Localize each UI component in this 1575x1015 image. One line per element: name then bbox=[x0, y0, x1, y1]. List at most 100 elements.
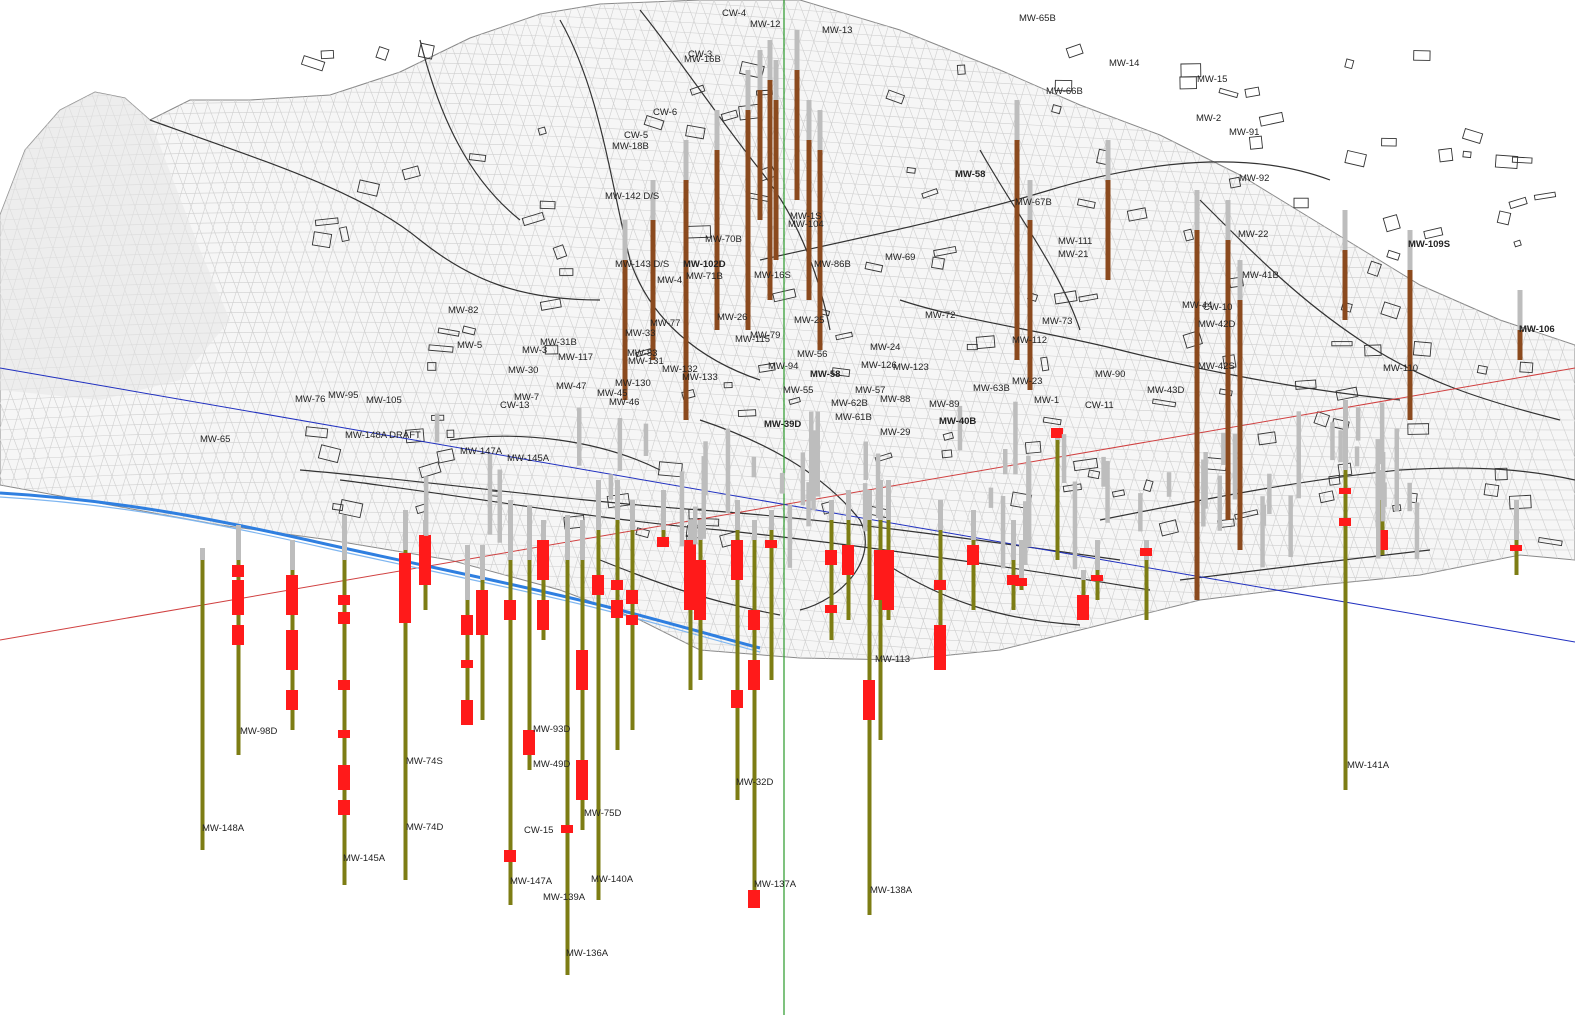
building-footprint bbox=[941, 449, 953, 459]
well-riser bbox=[236, 525, 241, 560]
well-riser bbox=[1514, 500, 1519, 540]
well-riser bbox=[1407, 482, 1412, 512]
well-label: MW-90 bbox=[1095, 369, 1125, 380]
well-screen bbox=[232, 580, 244, 615]
well-label: MW-112 bbox=[1012, 335, 1047, 346]
well-column bbox=[1225, 200, 1231, 520]
well-riser bbox=[434, 413, 440, 443]
building-footprint bbox=[331, 503, 344, 512]
well-column bbox=[576, 520, 588, 830]
mesh-contour bbox=[0, 481, 1575, 531]
mesh-line bbox=[951, 0, 1213, 660]
well-label: CW-4 bbox=[722, 8, 746, 19]
well-label: MW-130 bbox=[615, 378, 651, 389]
well-label: MW-39D bbox=[764, 419, 801, 430]
hill-shading bbox=[0, 92, 230, 400]
well-riser bbox=[769, 510, 774, 530]
mesh-contour bbox=[0, 301, 1575, 351]
well-screen bbox=[1015, 578, 1027, 586]
bedrock-core bbox=[767, 80, 773, 300]
well-label: MW-147A bbox=[510, 876, 553, 887]
mesh-contour bbox=[0, 511, 1575, 561]
well-riser bbox=[1095, 540, 1100, 570]
well-casing bbox=[565, 560, 570, 975]
building-footprint bbox=[1462, 150, 1472, 159]
building-footprint bbox=[657, 461, 683, 478]
building-footprint bbox=[437, 327, 460, 337]
well-column bbox=[794, 30, 800, 200]
mesh-line bbox=[839, 0, 1101, 660]
building-footprint bbox=[1042, 416, 1062, 426]
well-riser bbox=[650, 180, 656, 220]
building-footprint bbox=[1494, 154, 1519, 169]
well-screen bbox=[611, 600, 623, 618]
well-riser bbox=[886, 480, 891, 520]
well-screen bbox=[1510, 545, 1522, 551]
well-label: MW-148A DRAFT bbox=[345, 430, 421, 441]
mesh-contour bbox=[0, 471, 1575, 521]
road-line bbox=[419, 39, 521, 221]
well-column bbox=[1051, 428, 1063, 560]
well-label: MW-133 bbox=[682, 372, 718, 383]
building-footprint bbox=[1496, 210, 1512, 226]
well-column bbox=[399, 510, 411, 880]
well-riser bbox=[752, 520, 757, 540]
x-axis-line bbox=[0, 367, 1575, 641]
mesh-contour bbox=[0, 662, 1575, 710]
well-column bbox=[592, 480, 604, 900]
well-riser bbox=[745, 70, 751, 110]
well-screen bbox=[461, 660, 473, 668]
well-casing bbox=[342, 560, 347, 885]
mesh-line bbox=[555, 0, 757, 660]
bedrock-core bbox=[1342, 250, 1348, 320]
well-column bbox=[657, 490, 669, 547]
building-footprint bbox=[685, 124, 706, 140]
well-riser bbox=[1379, 402, 1385, 465]
building-footprint bbox=[305, 426, 329, 439]
well-riser bbox=[403, 510, 408, 550]
building-footprint bbox=[427, 362, 437, 371]
well-casing bbox=[971, 540, 976, 610]
mesh-contour bbox=[0, 651, 1575, 660]
well-label: MW-131 bbox=[628, 356, 664, 367]
well-label: MW-26 bbox=[717, 312, 747, 323]
road-line bbox=[699, 419, 866, 611]
well-label: MW-102D bbox=[683, 259, 726, 270]
mesh-line bbox=[457, 0, 659, 660]
well-riser bbox=[806, 482, 811, 527]
well-label: MW-47 bbox=[556, 381, 586, 392]
well-riser bbox=[794, 30, 800, 70]
well-screen bbox=[399, 553, 411, 623]
well-column bbox=[338, 515, 350, 885]
well-screen bbox=[592, 575, 604, 595]
mesh-line bbox=[433, 0, 695, 660]
well-label: MW-2 bbox=[1196, 113, 1221, 124]
mesh-line bbox=[447, 0, 709, 660]
building-footprint bbox=[1423, 227, 1444, 240]
mesh-line bbox=[587, 0, 849, 660]
well-riser bbox=[679, 471, 685, 547]
well-label: MW-145A bbox=[343, 853, 386, 864]
mesh-contour bbox=[0, 351, 1575, 401]
mesh-line bbox=[699, 0, 961, 660]
well-label: MW-77 bbox=[650, 318, 680, 329]
well-riser bbox=[1000, 496, 1006, 569]
bedrock-core bbox=[773, 100, 779, 260]
mesh-line bbox=[933, 0, 1135, 660]
well-column bbox=[714, 110, 720, 330]
well-riser bbox=[608, 474, 614, 500]
bedrock-core bbox=[1407, 270, 1413, 420]
well-label: MW-31B bbox=[540, 337, 577, 348]
building-footprint bbox=[1366, 260, 1382, 277]
building-footprint bbox=[1257, 431, 1277, 446]
mesh-contour bbox=[0, 521, 1575, 571]
well-casing bbox=[1380, 500, 1385, 555]
well-riser bbox=[1105, 460, 1110, 523]
building-footprint bbox=[1335, 386, 1359, 401]
building-footprint bbox=[885, 89, 906, 105]
building-footprint bbox=[1258, 111, 1285, 127]
well-riser bbox=[846, 490, 851, 520]
well-screen bbox=[748, 890, 760, 908]
